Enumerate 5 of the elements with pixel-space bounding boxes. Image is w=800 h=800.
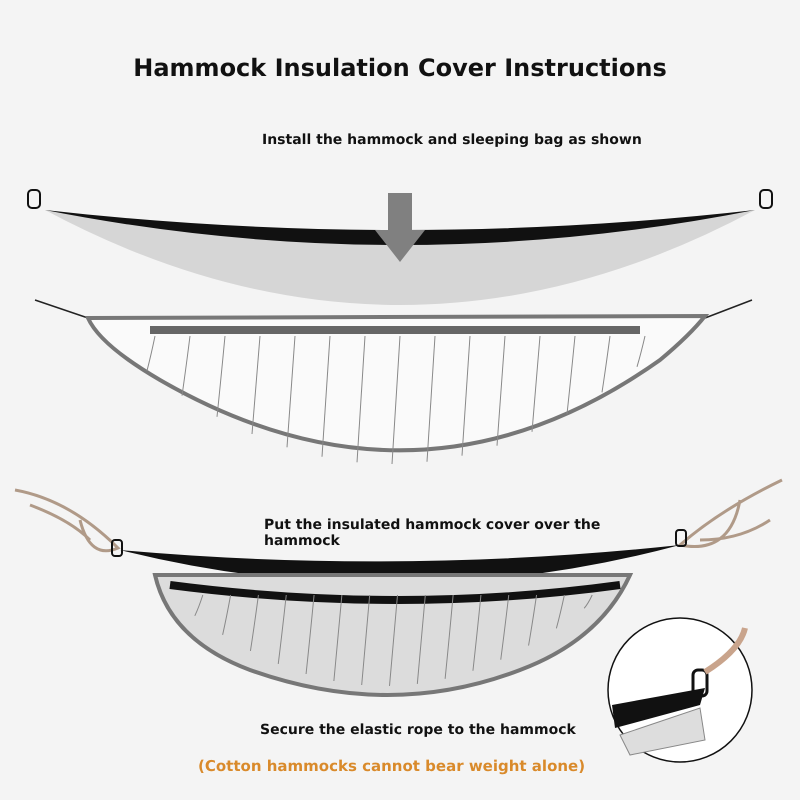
instruction-text: Secure the elastic rope to the hammock — [260, 722, 577, 738]
title: Hammock Insulation Cover Instructions — [132, 54, 668, 82]
note-text: (Cotton hammocks cannot bear weight alone) — [198, 757, 586, 775]
instruction-text: Install the hammock and sleeping bag as shown — [262, 132, 642, 148]
instruction-text: Put the insulated hammock cover over the hammock — [264, 517, 602, 549]
